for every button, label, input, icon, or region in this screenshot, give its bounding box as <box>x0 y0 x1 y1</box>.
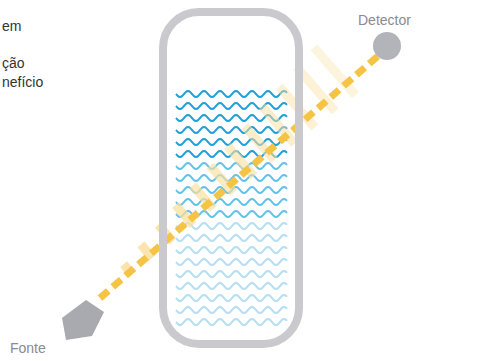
wave-line <box>176 103 287 109</box>
wave-line <box>176 259 287 265</box>
wave-line <box>176 91 287 97</box>
wave-line <box>176 307 287 313</box>
vessel-wall <box>163 12 299 344</box>
side-text: ção <box>2 55 25 71</box>
detector-symbol <box>373 32 401 60</box>
radiation-beam <box>100 47 378 298</box>
wave-line <box>176 319 287 325</box>
wave-line <box>176 127 287 133</box>
side-text: nefício <box>2 74 43 90</box>
beam-slab <box>314 47 355 95</box>
wave-line <box>176 283 287 289</box>
liquid-waves <box>176 91 287 325</box>
wave-line <box>176 163 287 169</box>
wave-line <box>176 199 287 205</box>
source-label: Fonte <box>10 340 46 356</box>
detector-label: Detector <box>358 12 411 28</box>
wave-line <box>176 295 287 301</box>
wave-line <box>176 271 287 277</box>
wave-line <box>176 235 287 241</box>
side-text: em <box>2 18 21 34</box>
wave-line <box>176 247 287 253</box>
source-symbol <box>62 300 104 340</box>
beam-line <box>100 56 378 298</box>
